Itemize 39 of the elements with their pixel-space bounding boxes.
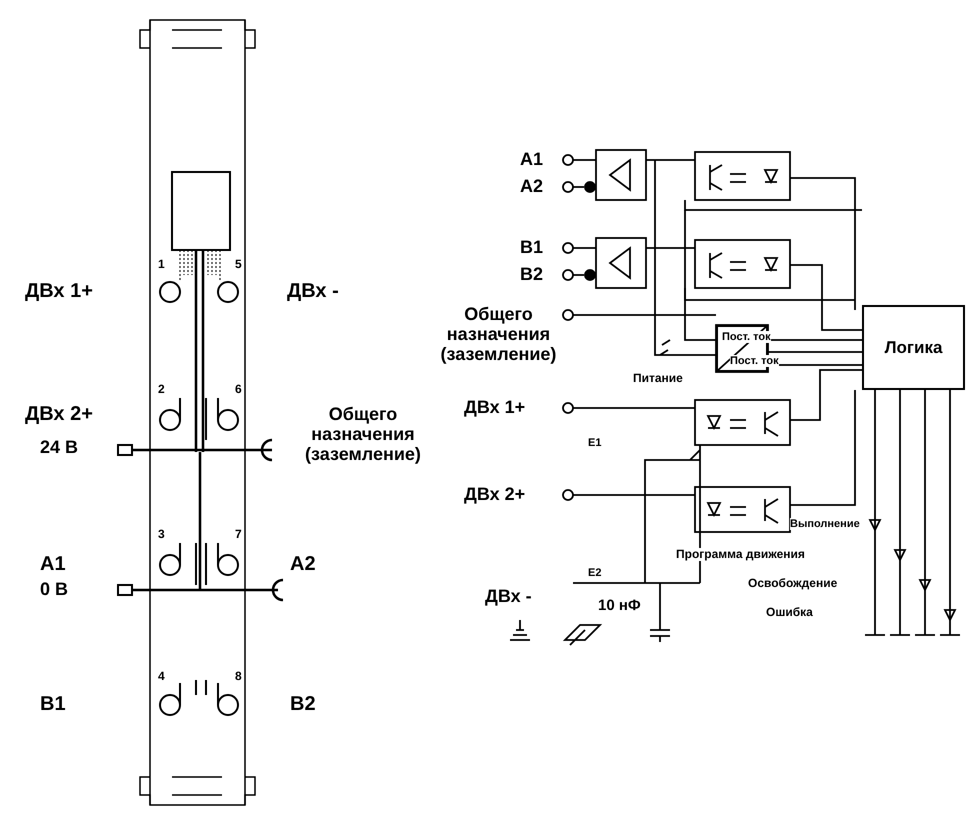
status-label: Выполнение xyxy=(790,518,860,530)
terminal-label: A1 xyxy=(520,150,544,170)
terminal-label: ДВх 2+ xyxy=(464,485,526,505)
terminal-label: ДВх - xyxy=(485,587,532,607)
status-label: Программа движения xyxy=(676,548,805,562)
pin-number: 3 xyxy=(158,528,165,542)
channel-label: E1 xyxy=(588,437,602,450)
signal-label: ДВх - xyxy=(287,280,339,302)
terminal-label: Общего назначения (заземление) xyxy=(304,405,422,464)
signal-label: ДВх 2+ xyxy=(25,403,93,425)
converter-label: Пост. ток xyxy=(722,331,771,343)
pin-number: 5 xyxy=(235,258,242,272)
pin-number: 4 xyxy=(158,670,165,684)
channel-label: E2 xyxy=(588,567,602,580)
pin-number: 2 xyxy=(158,383,165,396)
converter-label: Пост. ток xyxy=(730,355,779,367)
signal-label: ДВх 1+ xyxy=(25,280,93,302)
pin-number: 1 xyxy=(158,258,165,272)
status-label: Освобождение xyxy=(748,577,838,590)
terminal-label: A2 xyxy=(520,177,544,197)
voltage-label: 24 В xyxy=(40,438,78,458)
logic-block xyxy=(862,305,965,390)
signal-label: A1 xyxy=(40,553,66,575)
power-label: Питание xyxy=(633,372,683,386)
terminal-label: Общего назначения (заземление) xyxy=(440,305,558,364)
capacitor-value-label: 10 нФ xyxy=(598,598,641,614)
signal-label: A2 xyxy=(290,553,316,575)
signal-label: B1 xyxy=(40,693,66,715)
wire xyxy=(768,351,862,353)
pin-number: 7 xyxy=(235,528,242,542)
pin-number: 6 xyxy=(235,383,242,396)
terminal-label: ДВх 1+ xyxy=(464,398,526,418)
block-title: Логика xyxy=(884,338,942,358)
voltage-label: 0 В xyxy=(40,580,68,600)
terminal-label: B1 xyxy=(520,238,544,258)
status-label: Ошибка xyxy=(766,606,813,620)
signal-label: B2 xyxy=(290,693,316,715)
terminal-label: B2 xyxy=(520,265,544,285)
pin-number: 8 xyxy=(235,670,242,684)
